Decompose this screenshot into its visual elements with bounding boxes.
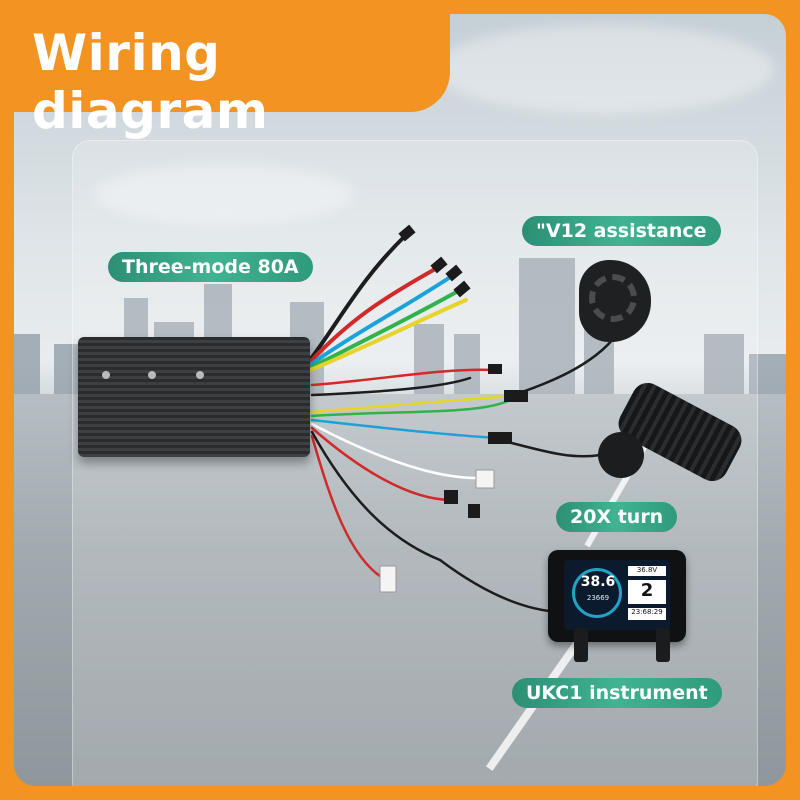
wire-red bbox=[308, 266, 439, 364]
display-assist-level: 2 bbox=[628, 580, 666, 604]
title-tab: Wiring diagram bbox=[0, 0, 450, 140]
wire-green bbox=[308, 288, 462, 370]
display-mount bbox=[574, 628, 588, 662]
display-clock: 23:68:29 bbox=[628, 608, 666, 620]
label-instrument: UKC1 instrument bbox=[512, 678, 722, 708]
wire-yellow bbox=[308, 298, 468, 372]
label-throttle: 20X turn bbox=[556, 502, 678, 532]
wire-blue bbox=[308, 274, 454, 367]
pas-sensor bbox=[579, 260, 651, 342]
display-mount bbox=[656, 628, 670, 662]
page-title: Wiring diagram bbox=[32, 24, 269, 140]
display-speed: 38.6 bbox=[580, 574, 616, 590]
wire-black bbox=[308, 234, 407, 362]
display-voltage: 36.8V bbox=[628, 566, 666, 576]
ukc1-display: 38.6 23669 36.8V 2 23:68:29 bbox=[548, 550, 686, 642]
speed-dial bbox=[572, 568, 622, 618]
cloud bbox=[434, 24, 774, 114]
label-controller: Three-mode 80A bbox=[108, 252, 313, 282]
display-screen: 38.6 23669 36.8V 2 23:68:29 bbox=[564, 560, 670, 630]
throttle-thumb bbox=[598, 432, 644, 478]
controller-box bbox=[78, 337, 310, 457]
cloud bbox=[94, 164, 354, 224]
label-pas-sensor: "V12 assistance bbox=[522, 216, 721, 246]
display-odometer: 23669 bbox=[586, 594, 610, 602]
